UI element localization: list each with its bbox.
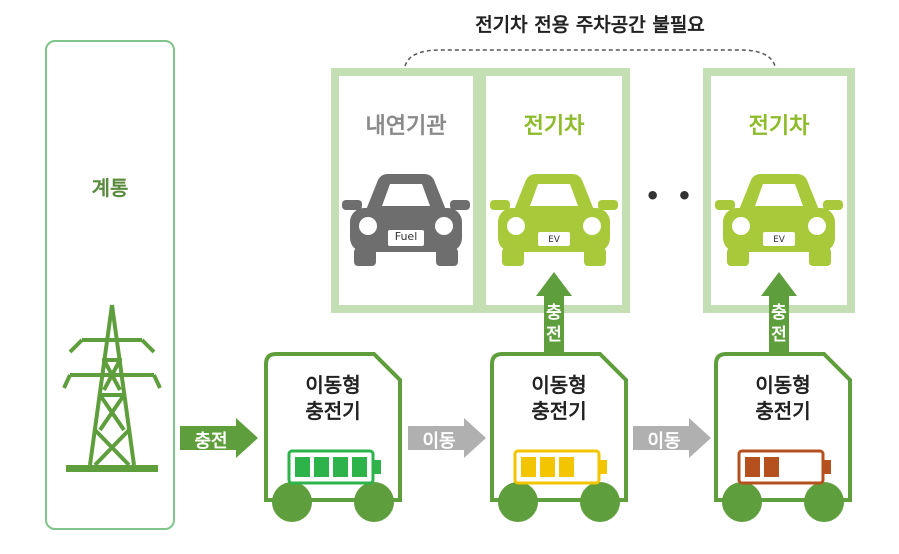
- ev-plate-1: EV: [548, 235, 560, 245]
- charge-up-label-1: 충전: [546, 303, 562, 345]
- battery-full-icon: [287, 449, 381, 485]
- move-arrow-1: [408, 418, 486, 458]
- ev-plate-2: EV: [773, 235, 785, 245]
- charger-2-label-line1: 이동형: [531, 373, 587, 397]
- charger-1-label-line1: 이동형: [305, 373, 361, 397]
- charger-2-label-line2: 충전기: [531, 399, 587, 423]
- grid-panel: [45, 40, 175, 530]
- charger-3-label-line1: 이동형: [755, 373, 811, 397]
- space-label-ice: 내연기관: [365, 114, 447, 139]
- transmission-tower-icon: [62, 304, 162, 472]
- charger-3-label-line2: 충전기: [755, 399, 811, 423]
- battery-low-icon: [737, 449, 831, 485]
- title-bracket: [404, 49, 776, 67]
- battery-mid-icon: [513, 449, 607, 485]
- ev-car-icon: [490, 174, 618, 266]
- move-arrow-2-label: 이동: [647, 431, 681, 452]
- fuel-car-icon: [342, 174, 470, 266]
- ev-car-icon: [715, 174, 843, 266]
- move-arrow-1-label: 이동: [422, 431, 456, 452]
- space-label-ev-2: 전기차: [748, 114, 810, 139]
- move-arrow-2: [633, 418, 711, 458]
- charger-1-label-line2: 충전기: [305, 399, 361, 423]
- charge-up-arrow-1: [536, 272, 572, 360]
- charge-arrow: [180, 418, 258, 458]
- charge-arrow-label: 충전: [194, 431, 228, 452]
- charge-up-label-2: 충전: [771, 303, 787, 345]
- diagram-title: 전기차 전용 주차공간 불필요: [475, 14, 705, 36]
- space-label-ev-1: 전기차: [523, 114, 585, 139]
- charge-up-arrow-2: [761, 272, 797, 360]
- fuel-plate: Fuel: [394, 230, 418, 243]
- grid-label: 계통: [91, 176, 129, 200]
